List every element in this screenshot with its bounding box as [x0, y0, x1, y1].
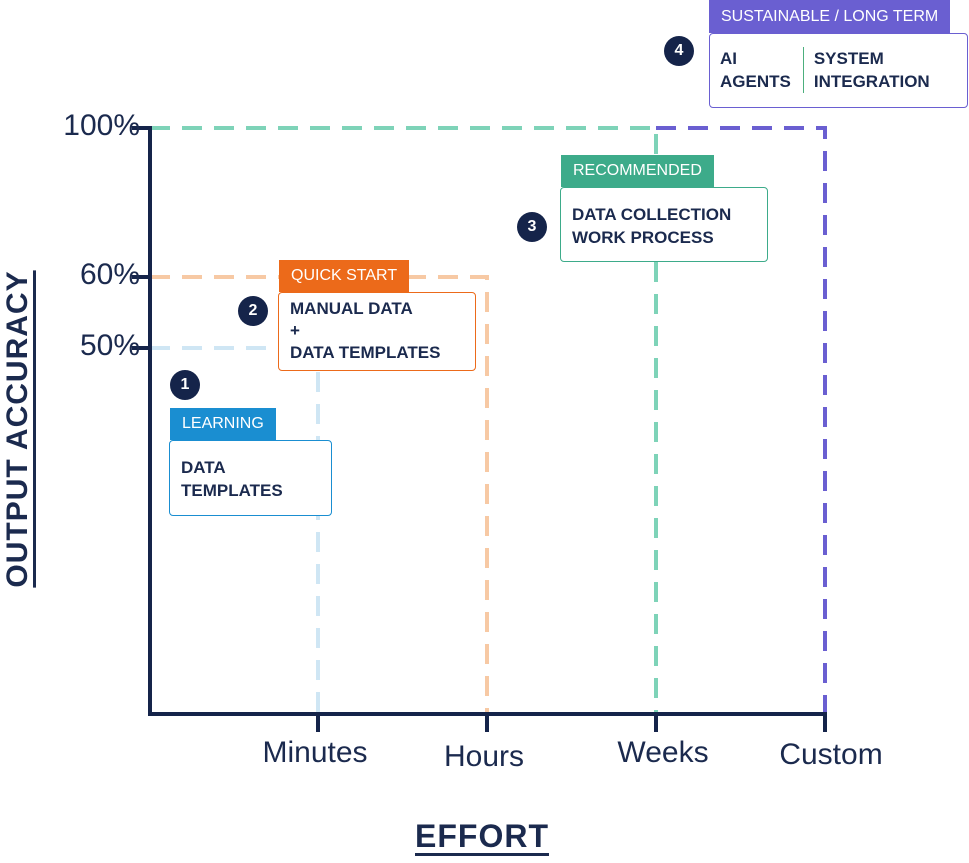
xtick-label-weeks: Weeks — [617, 736, 709, 769]
guide-learning — [150, 346, 320, 714]
stage-1-number-badge: 1 — [170, 370, 200, 400]
stage-2-line-3: DATA TEMPLATES — [290, 343, 441, 362]
ytick-label-50: 50% — [79, 329, 140, 362]
guide-sustainable — [656, 126, 827, 714]
stage-4-number-badge: 4 — [664, 36, 694, 66]
x-axis-label: EFFORT — [415, 818, 549, 854]
stage-2-tag: QUICK START — [279, 260, 410, 292]
guide-recommended — [150, 126, 658, 714]
axes-lines — [148, 126, 827, 716]
stage-2-line-2: + — [290, 321, 300, 340]
stage-3-number-badge: 3 — [517, 212, 547, 242]
xtick-label-hours: Hours — [443, 740, 525, 773]
stage-4-tag: SUSTAINABLE / LONG TERM — [709, 0, 951, 33]
guide-quick-start — [150, 275, 489, 714]
stage-4-card: AI AGENTS SYSTEM INTEGRATION — [709, 33, 968, 108]
stage-4-column-ai-agents: AI AGENTS — [720, 47, 803, 93]
stage-1-line-2: TEMPLATES — [181, 481, 283, 500]
stage-2-line-1: MANUAL DATA — [290, 299, 413, 318]
xtick-label-minutes: Minutes — [262, 736, 368, 769]
stage-4-col2-line-2: INTEGRATION — [813, 72, 930, 91]
stage-1-tag: LEARNING — [170, 408, 276, 440]
stage-3-card: DATA COLLECTION WORK PROCESS — [560, 187, 768, 262]
stage-4-column-system-integration: SYSTEM INTEGRATION — [802, 47, 942, 93]
xtick-label-custom: Custom — [779, 738, 883, 771]
stage-3-tag: RECOMMENDED — [561, 155, 714, 187]
stage-4-columns: AI AGENTS SYSTEM INTEGRATION — [720, 47, 959, 93]
y-axis-label: OUTPUT ACCURACY — [1, 270, 34, 588]
ytick-label-60: 60% — [79, 258, 140, 291]
stage-2-number-badge: 2 — [238, 296, 268, 326]
stage-4-col1-line-1: AI — [720, 49, 737, 68]
ytick-label-100: 100% — [63, 109, 140, 142]
stage-3-line-2: WORK PROCESS — [572, 228, 714, 247]
stage-4-col1-line-2: AGENTS — [720, 72, 791, 91]
stage-4-col2-line-1: SYSTEM — [813, 49, 884, 68]
y-axis-label-wrap: OUTPUT ACCURACY — [0, 238, 36, 620]
stage-3-line-1: DATA COLLECTION — [572, 205, 732, 224]
stage-1-line-1: DATA — [181, 458, 226, 477]
stage-1-card: DATA TEMPLATES — [169, 440, 332, 516]
stage-2-card: MANUAL DATA + DATA TEMPLATES — [278, 292, 476, 371]
